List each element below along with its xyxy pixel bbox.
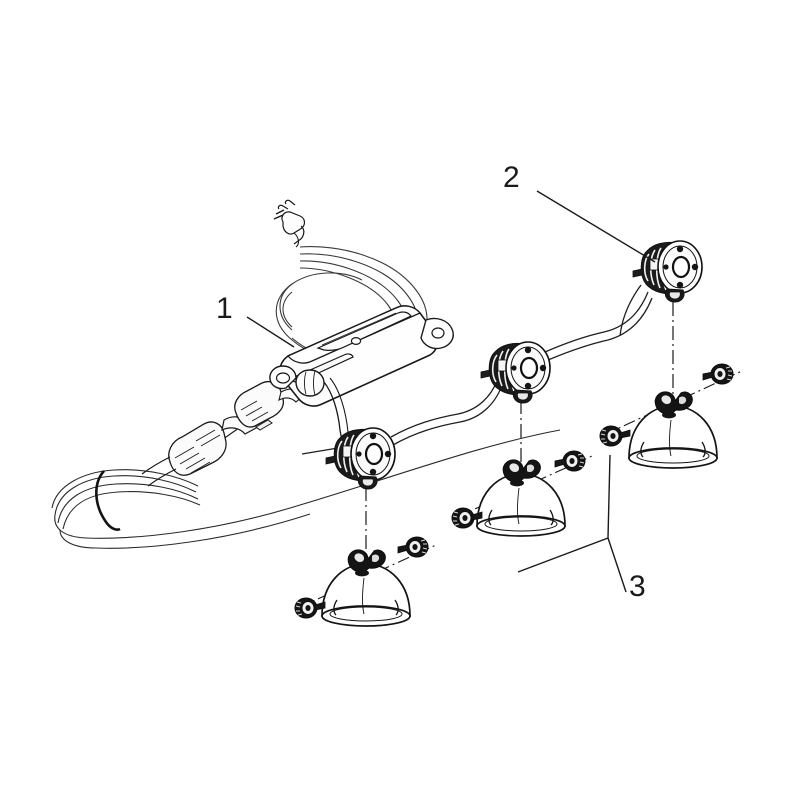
suction-cup-upper-right: [628, 391, 718, 469]
cable-tail-from-upper-head: [619, 284, 642, 337]
callout-leader-2: [536, 190, 656, 263]
suction-cup-lower-left: [321, 549, 411, 627]
callout-label-3: 3: [629, 570, 646, 603]
suction-cup-middle: [476, 459, 566, 537]
callout-label-2: 2: [503, 161, 520, 194]
cable-head-middle-to-upper: [544, 291, 653, 361]
spotlight-head-lower-left: [324, 426, 397, 491]
callout-leader-3: [517, 454, 627, 593]
spotlight-head-upper-right: [631, 239, 704, 304]
mains-plug: [273, 199, 306, 248]
thumbscrew-upper-right-b: [599, 425, 631, 447]
transformer-box: [269, 305, 454, 455]
coiled-extension-cable-bundle: [51, 429, 561, 549]
cable-tie: [95, 470, 121, 531]
thumbscrew-middle-a: [554, 450, 586, 472]
cable-tail-from-lower-head: [301, 447, 339, 455]
callout-label-1: 1: [216, 292, 233, 325]
spotlight-head-middle: [479, 340, 552, 405]
thumbscrew-upper-right-a: [702, 363, 734, 385]
cable-head-lower-to-middle: [390, 377, 504, 446]
thumbscrew-lower-left-b: [294, 597, 326, 619]
thumbscrew-lower-left-a: [397, 536, 429, 558]
callout-leader-1: [246, 316, 295, 348]
